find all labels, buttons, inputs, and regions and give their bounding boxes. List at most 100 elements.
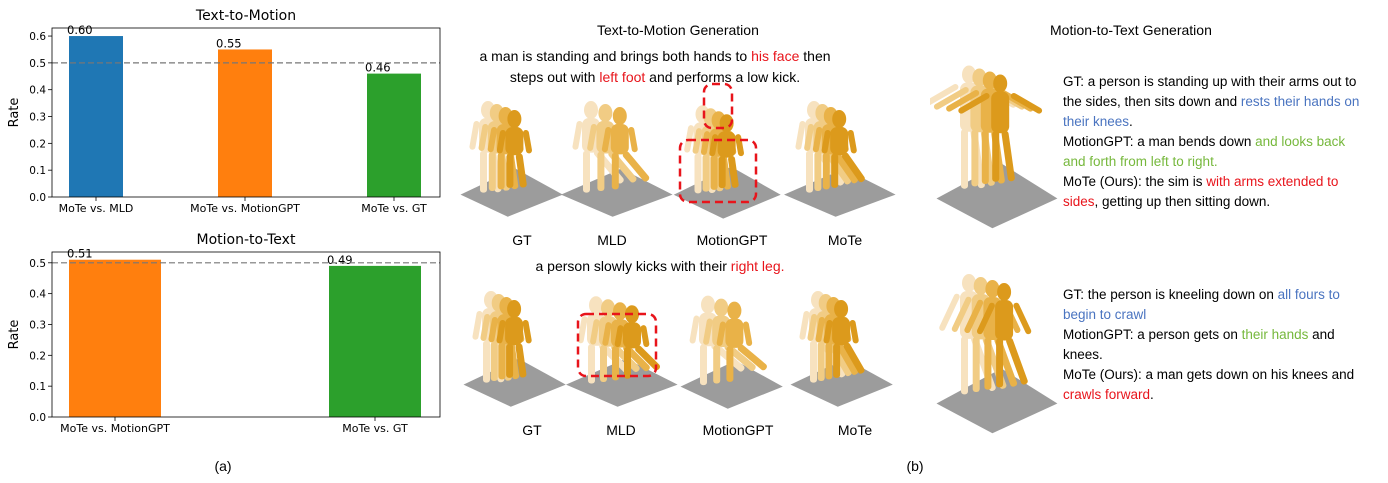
highlight-red: his face — [751, 48, 800, 64]
highlight-box — [678, 138, 758, 204]
t2m-title: Text-to-Motion Generation — [597, 22, 759, 38]
text-run: a man is standing and brings both hands … — [479, 48, 752, 64]
caption-b: (b) — [906, 458, 924, 474]
chart-title: Motion-to-Text — [197, 232, 296, 248]
y-axis-label: Rate — [7, 320, 22, 350]
motion-figure-m2t-2 — [936, 274, 1058, 434]
text-run: then — [799, 48, 831, 64]
x-tick-label: MoTe vs. GT — [342, 422, 408, 435]
t2m-prompt-2: a person slowly kicks with their right l… — [480, 256, 840, 277]
floor-plane — [790, 358, 893, 407]
text-run: . — [1150, 387, 1154, 402]
floor-plane — [936, 163, 1058, 229]
body-pose — [821, 110, 865, 188]
y-tick-label: 0.0 — [29, 412, 46, 424]
highlight-blue: rests their hands on their knees — [1063, 94, 1360, 129]
highlight-box — [576, 312, 658, 378]
y-tick-label: 0.1 — [29, 381, 46, 393]
motion-figure-motiongpt-1 — [673, 82, 781, 219]
highlight-green: their hands — [1241, 327, 1309, 342]
text-run: MoTe (Ours): a man gets down on his knee… — [1063, 367, 1355, 382]
y-tick-label: 0.5 — [29, 258, 46, 270]
text-run: GT: the person is kneeling down on — [1063, 287, 1278, 302]
x-tick-label: MoTe vs. GT — [361, 202, 427, 215]
motion-figure-mote-1 — [784, 101, 896, 217]
text-run: and knees. — [1063, 327, 1335, 362]
x-tick-label: MoTe vs. MotionGPT — [190, 202, 300, 215]
bar — [329, 265, 421, 417]
data-label: 0.60 — [67, 23, 93, 37]
floor-plane — [460, 168, 563, 217]
caption-a: (a) — [214, 458, 232, 474]
motion-figure-mld-1 — [561, 101, 673, 217]
motion-figure-gt-1 — [460, 101, 563, 217]
y-tick-label: 0.3 — [29, 112, 46, 124]
chart-title: Text-to-Motion — [195, 8, 296, 24]
y-tick-label: 0.0 — [29, 192, 46, 204]
floor-plane — [936, 368, 1058, 434]
x-tick-label: MoTe vs. MLD — [59, 202, 134, 215]
text-run: MotionGPT: a person gets on — [1063, 327, 1242, 342]
body-pose — [976, 283, 1032, 388]
body-pose — [958, 74, 1043, 182]
floor-plane — [784, 168, 896, 217]
t2m-prompt-1: a man is standing and brings both hands … — [455, 46, 855, 88]
motion-figure-gt-2 — [463, 291, 566, 407]
motion-figure-mote-2 — [790, 291, 893, 407]
motion-figure-m2t-1 — [930, 65, 1058, 229]
y-tick-label: 0.4 — [29, 289, 46, 301]
plot-frame — [51, 27, 441, 198]
highlight-green: and looks back and forth from left to ri… — [1063, 134, 1346, 169]
bar — [69, 259, 161, 417]
x-tick-label: MoTe vs. MotionGPT — [60, 422, 170, 435]
data-label: 0.46 — [365, 61, 391, 75]
text-run: MotionGPT: a man bends down — [1063, 134, 1256, 149]
highlight-blue: all fours to begin to crawl — [1063, 287, 1340, 322]
highlight-red: with arms extended to sides — [1063, 174, 1339, 209]
floor-plane — [680, 360, 783, 409]
y-tick-label: 0.5 — [29, 58, 46, 70]
text-run: a person slowly kicks with their — [535, 258, 731, 274]
text-run: and performs a low kick. — [645, 69, 801, 85]
y-tick-label: 0.2 — [29, 350, 46, 362]
text-run: steps out with — [509, 69, 600, 85]
y-tick-label: 0.4 — [29, 85, 46, 97]
label-mote-2: MoTe — [837, 422, 873, 438]
text-run: MoTe (Ours): the sim is — [1063, 174, 1207, 189]
floor-plane — [463, 358, 566, 407]
bar — [69, 36, 123, 197]
highlight-red: crawls forward — [1063, 387, 1151, 402]
data-label: 0.51 — [67, 247, 93, 261]
text-run: . — [1129, 114, 1133, 129]
body-pose — [709, 114, 744, 189]
highlight-box — [702, 82, 734, 130]
y-tick-label: 0.1 — [29, 165, 46, 177]
data-label: 0.55 — [216, 36, 242, 50]
plot-frame — [51, 251, 441, 418]
bar — [218, 49, 272, 198]
highlight-red: right leg. — [730, 258, 785, 274]
label-mld-1: MLD — [597, 232, 627, 248]
m2t-text-2: GT: the person is kneeling down on all f… — [1063, 285, 1363, 405]
label-motiongpt-1: MotionGPT — [696, 232, 768, 248]
bar — [367, 73, 421, 197]
text-run: , getting up then sitting down. — [1094, 194, 1271, 209]
y-tick-label: 0.3 — [29, 319, 46, 331]
body-pose — [496, 300, 532, 378]
floor-plane — [673, 166, 781, 219]
m2t-title: Motion-to-Text Generation — [1050, 22, 1212, 38]
y-tick-label: 0.2 — [29, 138, 46, 150]
y-axis-label: Rate — [7, 98, 22, 128]
label-mote-1: MoTe — [827, 232, 863, 248]
motion-figure-motiongpt-2 — [680, 295, 783, 409]
body-pose — [496, 110, 533, 188]
body-pose — [601, 107, 650, 190]
label-gt-1: GT — [512, 232, 532, 248]
y-tick-label: 0.6 — [29, 31, 46, 43]
label-mld-2: MLD — [606, 422, 636, 438]
body-pose — [823, 300, 865, 378]
floor-plane — [566, 358, 678, 407]
highlight-red: left foot — [599, 69, 646, 85]
